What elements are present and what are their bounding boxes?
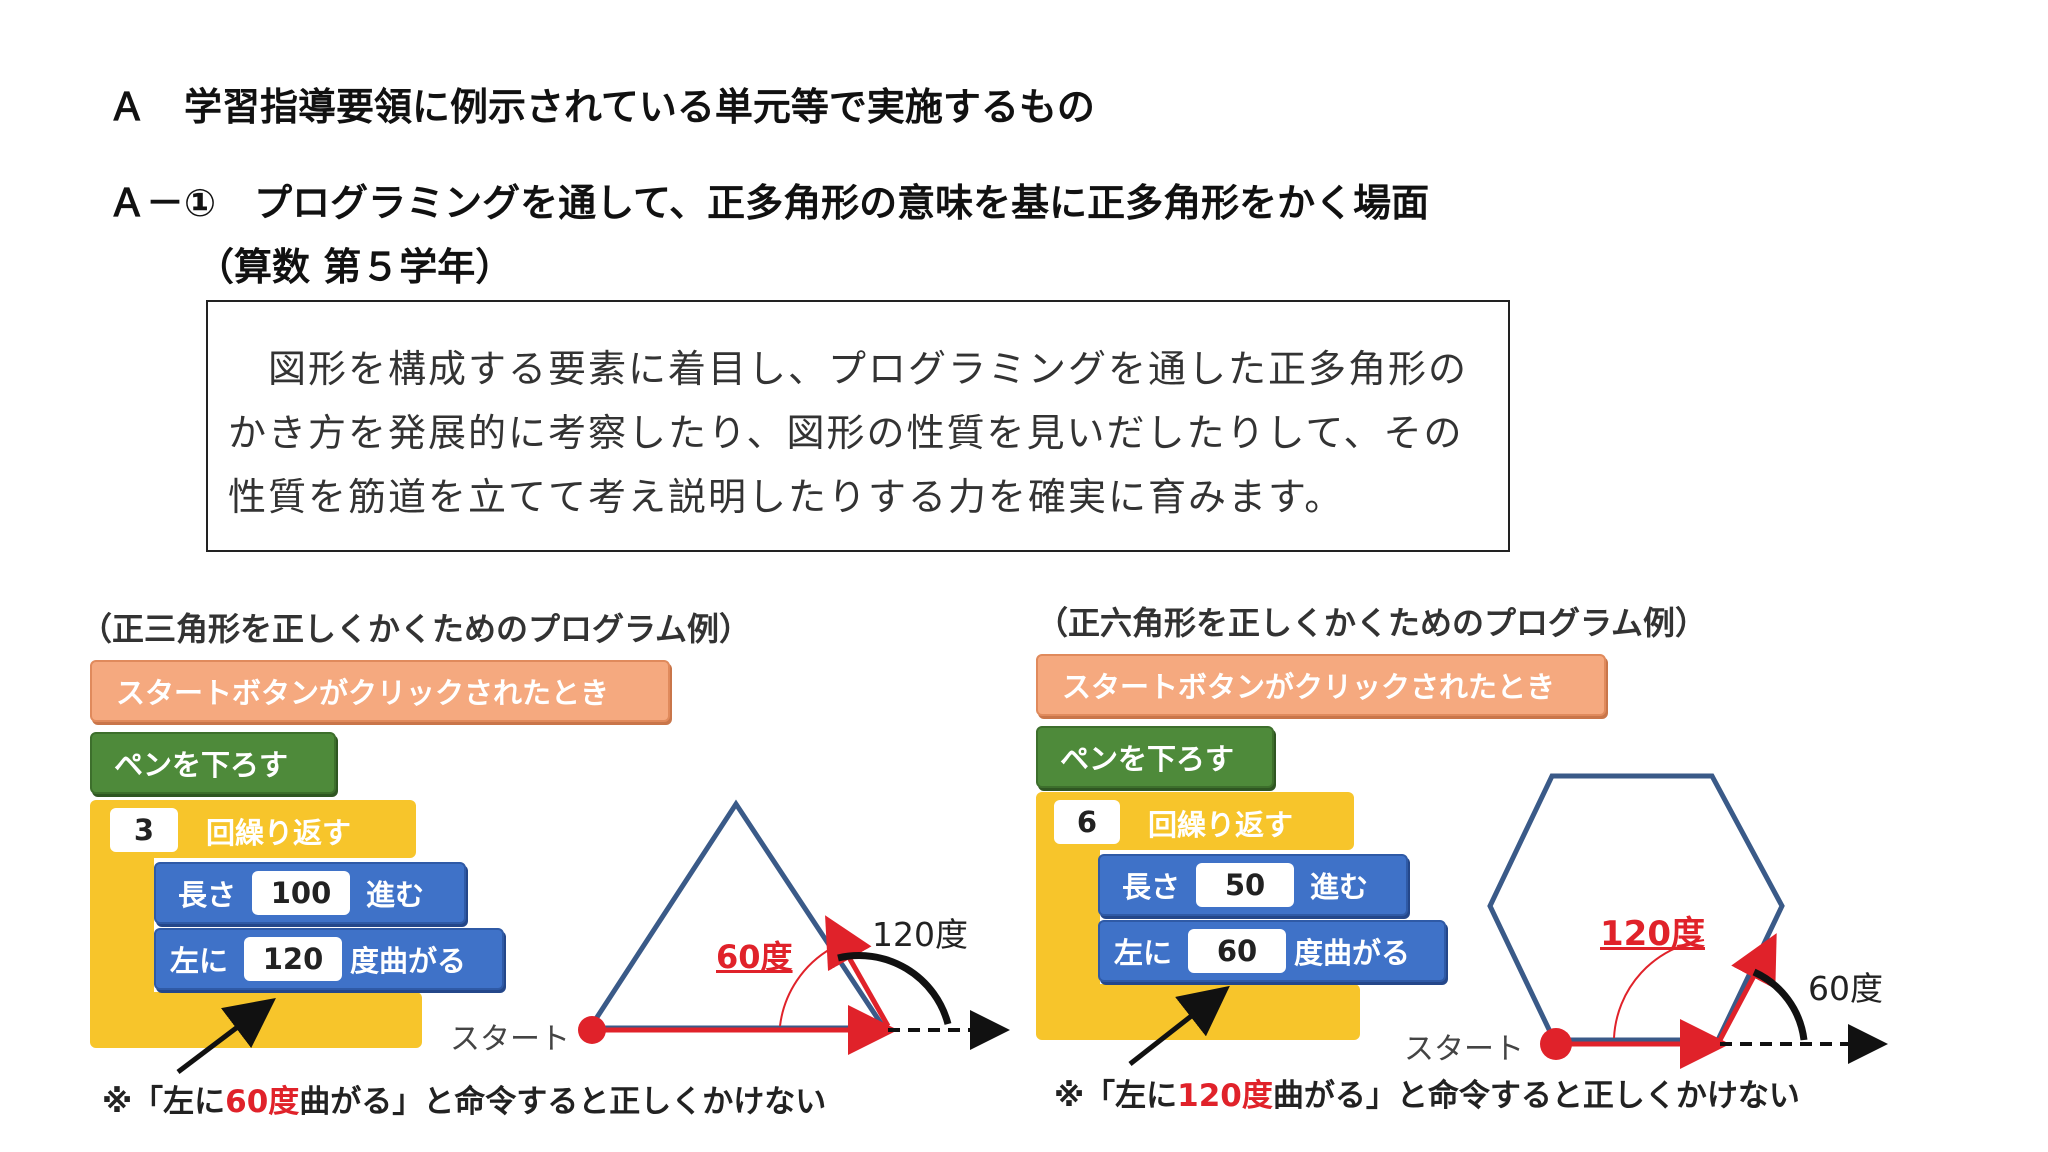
block-label: ペンを下ろす [114, 748, 289, 782]
block-label: ペンを下ろす [1060, 742, 1235, 776]
block-label: 左に [170, 944, 229, 978]
red-turn-arrow [1717, 933, 1777, 1042]
hexagon-turn-value-field: 60 [1188, 929, 1287, 973]
note-text: ※「左に [1054, 1078, 1178, 1114]
block-label: 左に [1114, 936, 1173, 970]
hexagon-caption: （正六角形を正しくかくためのプログラム例） [1036, 604, 1708, 642]
triangle-repeat-count-field: 3 [110, 808, 178, 852]
hexagon-inner-angle-label: 120度 [1600, 914, 1705, 954]
triangle-move-value-field: 100 [252, 871, 351, 915]
hexagon-pointer-arrow [1128, 985, 1230, 1066]
hexagon-start-label: スタート [1404, 1032, 1524, 1067]
outer-angle-arc [1752, 968, 1808, 1041]
red-turn-arrow [825, 915, 891, 1028]
block-label: 長さ [178, 878, 237, 912]
section-title: Ａ 学習指導要領に例示されている単元等で実施するもの [108, 85, 1095, 129]
subject-label: （算数 第５学年） [196, 245, 514, 289]
hexagon-move-value-field: 50 [1196, 863, 1295, 907]
triangle-inner-angle-label: 60度 [716, 938, 793, 976]
description-line: 図形を構成する要素に着目し、プログラミングを通した正多角形の [228, 347, 1469, 391]
note-red-text: 120度 [1177, 1078, 1273, 1114]
hexagon-repeat-count-field: 6 [1054, 800, 1120, 844]
block-label: スタートボタンがクリックされたとき [116, 676, 610, 710]
block-label: スタートボタンがクリックされたとき [1062, 670, 1556, 704]
triangle-outer-angle-label: 120度 [872, 915, 968, 954]
block-label: 長さ [1122, 870, 1181, 904]
triangle-note: ※「左に60度曲がる」と命令すると正しくかけない [102, 1076, 826, 1121]
triangle-start-block: スタートボタンがクリックされたとき [90, 660, 670, 722]
triangle-repeat-side [90, 850, 154, 1000]
description-box: 図形を構成する要素に着目し、プログラミングを通した正多角形の かき方を発展的に考… [206, 300, 1510, 552]
hexagon-repeat-side [1036, 842, 1100, 992]
inner-angle-arc [1613, 939, 1705, 1039]
hexagon-turn-block: 左に 60 度曲がる [1098, 920, 1446, 982]
description-line: かき方を発展的に考察したり、図形の性質を見いだしたりして、その [228, 411, 1464, 455]
note-text: 曲がる」と命令すると正しくかけない [299, 1084, 827, 1120]
hexagon-repeat-label: 回繰り返す [1148, 808, 1294, 842]
inner-angle-arc [779, 947, 833, 1027]
triangle-caption: （正三角形を正しくかくためのプログラム例） [80, 610, 752, 648]
hexagon-move-block: 長さ 50 進む [1098, 854, 1408, 916]
block-label: 度曲がる [1294, 936, 1411, 970]
hexagon-pen-block: ペンを下ろす [1036, 726, 1274, 788]
triangle-turn-value-field: 120 [244, 937, 343, 981]
subsection-title: Ａ－① プログラミングを通して、正多角形の意味を基に正多角形をかく場面 [108, 181, 1430, 225]
outer-angle-arc [837, 952, 952, 1025]
block-label: 度曲がる [350, 944, 467, 978]
triangle-repeat-label: 回繰り返す [206, 816, 352, 850]
triangle-start-label: スタート [450, 1022, 570, 1057]
start-point [1540, 1028, 1572, 1060]
hexagon-note: ※「左に120度曲がる」と命令すると正しくかけない [1054, 1070, 1800, 1115]
start-point [578, 1016, 606, 1044]
block-label: 進む [1310, 870, 1369, 904]
hexagon-start-block: スタートボタンがクリックされたとき [1036, 654, 1606, 716]
hexagon-outer-angle-label: 60度 [1808, 969, 1883, 1008]
description-line: 性質を筋道を立てて考え説明したりする力を確実に育みます。 [228, 475, 1345, 519]
triangle-turn-block: 左に 120 度曲がる [154, 928, 504, 990]
block-label: 進む [366, 878, 425, 912]
note-text: 曲がる」と命令すると正しくかけない [1272, 1078, 1800, 1114]
note-red-text: 60度 [225, 1084, 300, 1120]
note-text: ※「左に [102, 1084, 226, 1120]
triangle-move-block: 長さ 100 進む [154, 862, 466, 924]
triangle-pen-block: ペンを下ろす [90, 732, 336, 794]
